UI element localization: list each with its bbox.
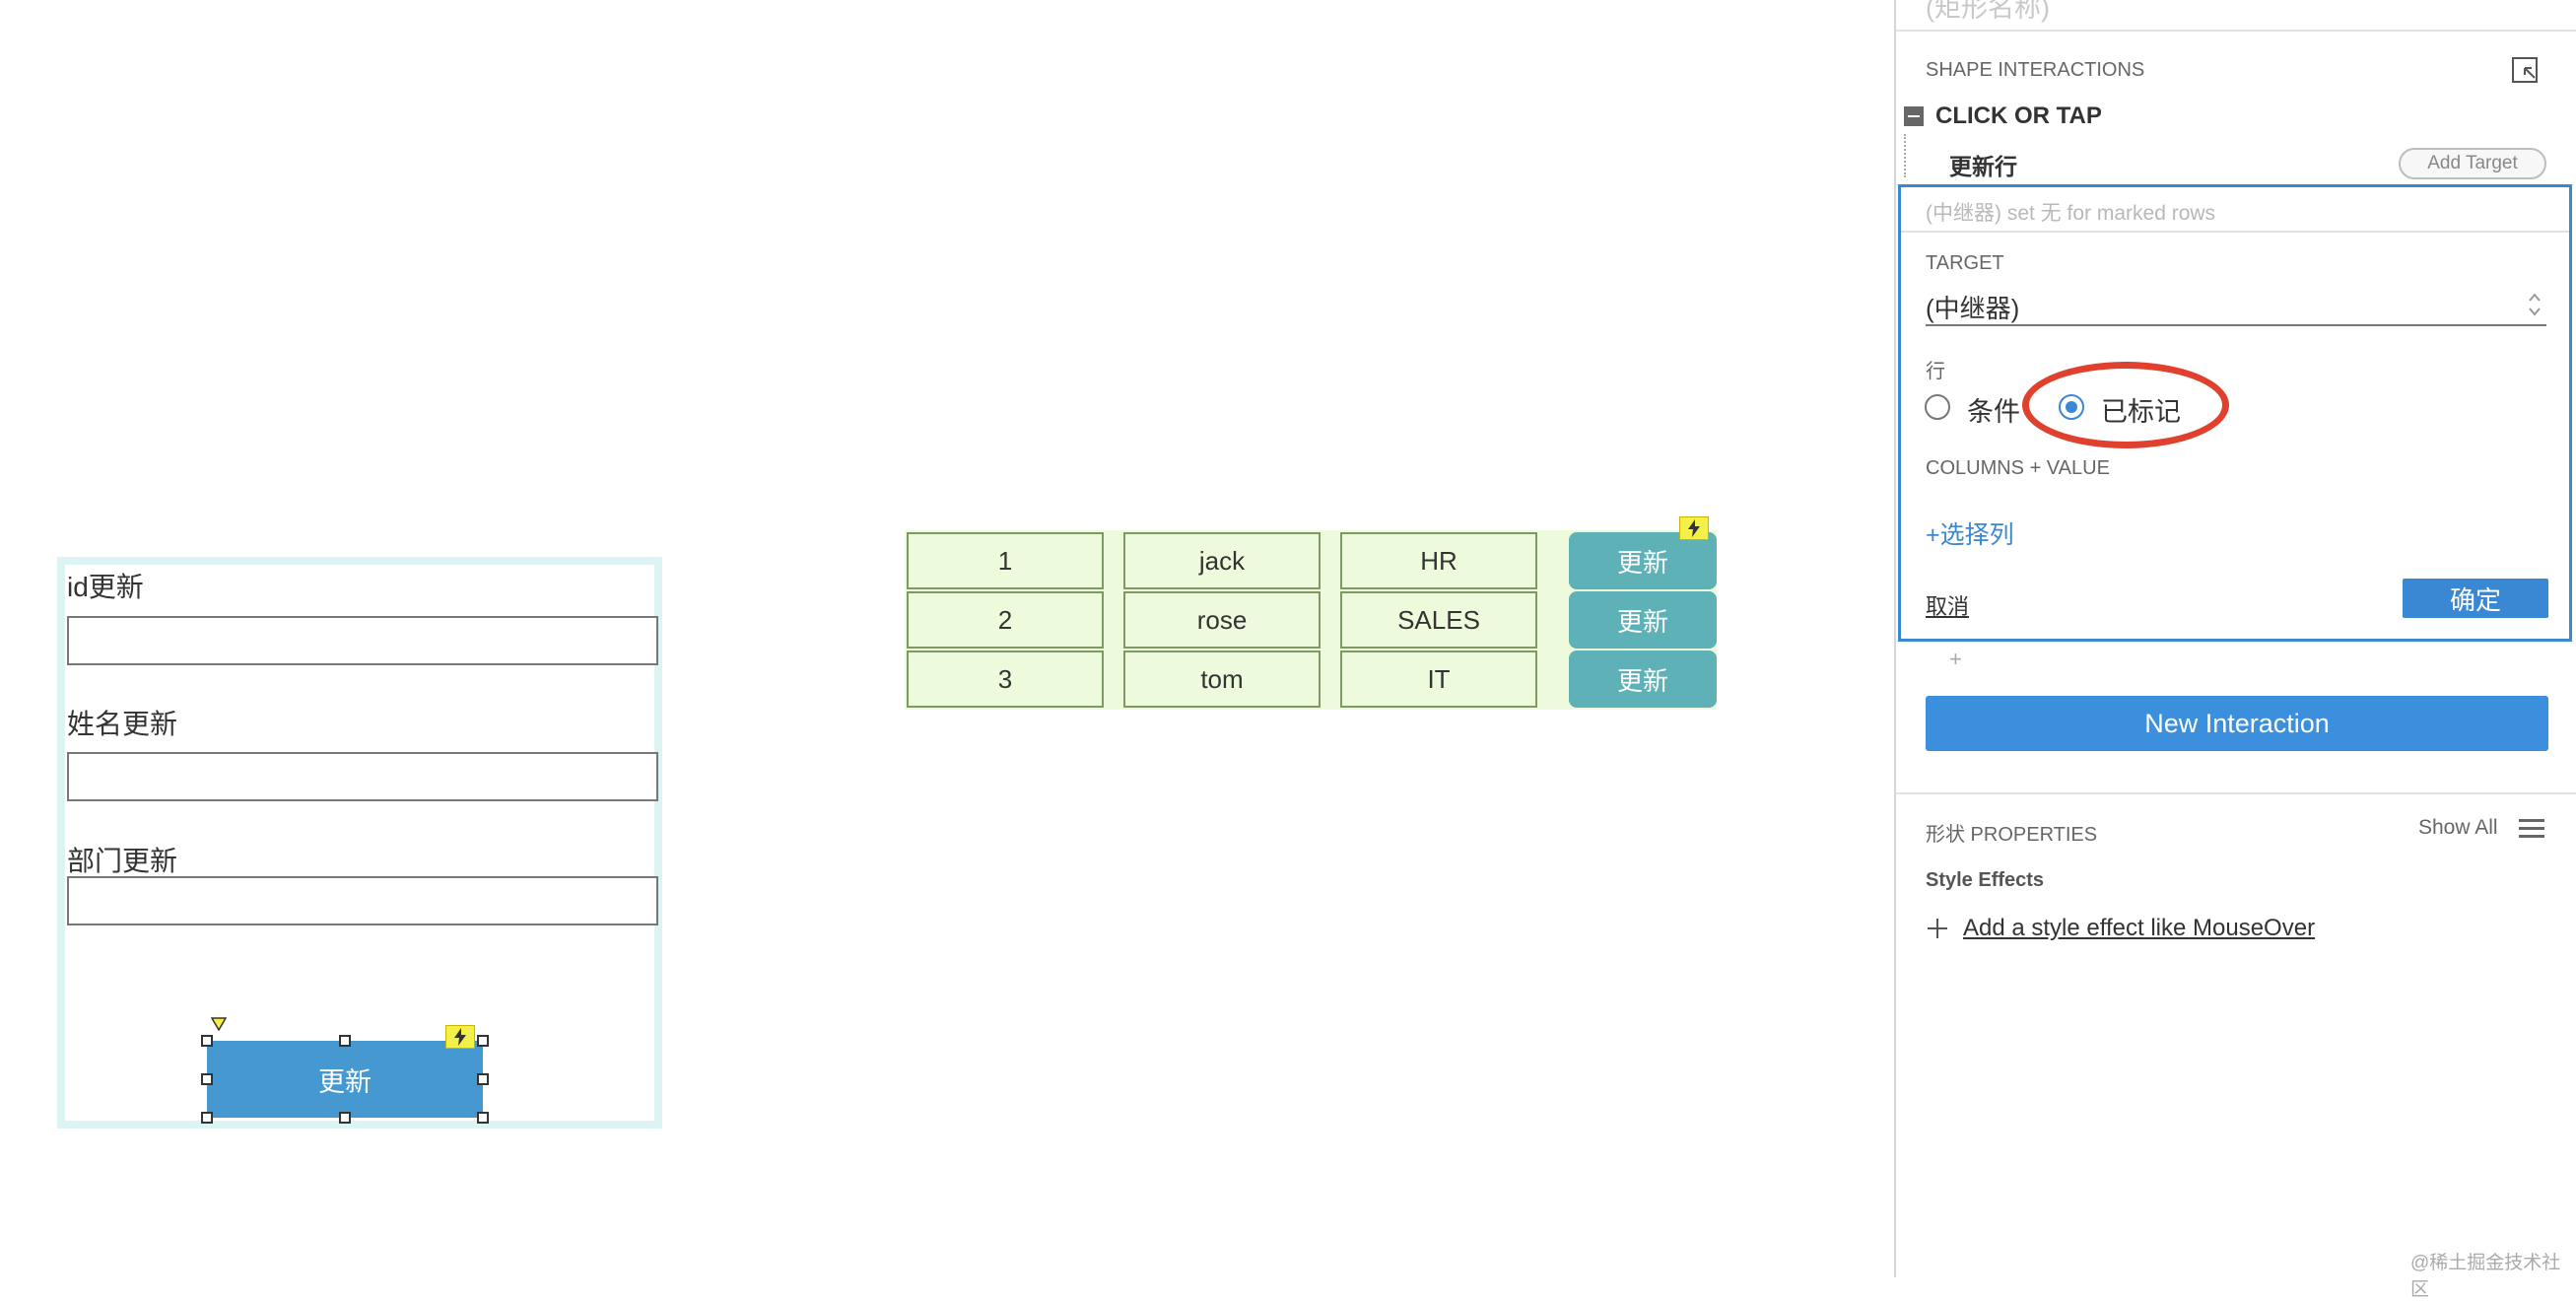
dept-update-input[interactable] xyxy=(67,876,658,925)
resize-handle-bc[interactable] xyxy=(339,1112,351,1124)
hamburger-menu-icon[interactable] xyxy=(2519,818,2544,840)
divider xyxy=(1896,792,2576,794)
resize-handle-tc[interactable] xyxy=(339,1035,351,1047)
divider xyxy=(1901,231,2569,233)
resize-handle-br[interactable] xyxy=(477,1112,489,1124)
repeater-cell-dept: SALES xyxy=(1340,591,1537,649)
tree-connector xyxy=(1904,134,1906,177)
repeater-cell-id: 2 xyxy=(907,591,1104,649)
id-update-input[interactable] xyxy=(67,616,658,665)
lightning-icon xyxy=(1679,516,1709,540)
resize-handle-tr[interactable] xyxy=(477,1035,489,1047)
stepper-icon[interactable] xyxy=(2527,289,2542,320)
target-label: TARGET xyxy=(1926,252,2004,274)
target-value: (中继器) xyxy=(1926,294,2020,323)
action-editor xyxy=(1898,184,2572,642)
ok-button[interactable]: 确定 xyxy=(2403,579,2548,618)
repeater-cell-name: tom xyxy=(1123,650,1321,708)
collapse-minus-icon[interactable] xyxy=(1904,106,1924,126)
name-update-input[interactable] xyxy=(67,752,658,801)
repeater-cell-dept: IT xyxy=(1340,650,1537,708)
repeater-cell-name: rose xyxy=(1123,591,1321,649)
add-target-button[interactable]: Add Target xyxy=(2399,148,2546,179)
cancel-link[interactable]: 取消 xyxy=(1926,594,1970,619)
repeater-update-button[interactable]: 更新 xyxy=(1569,591,1717,649)
target-select[interactable]: (中继器) xyxy=(1926,289,2546,326)
dept-update-label: 部门更新 xyxy=(67,846,178,876)
repeater-cell-dept: HR xyxy=(1340,532,1537,589)
show-all-link[interactable]: Show All xyxy=(2418,816,2498,839)
resize-handle-mr[interactable] xyxy=(477,1073,489,1085)
lightning-icon xyxy=(445,1025,475,1049)
name-update-label: 姓名更新 xyxy=(67,709,178,739)
new-interaction-button[interactable]: New Interaction xyxy=(1926,696,2548,751)
rotation-pin-icon[interactable] xyxy=(210,1017,228,1032)
plus-icon[interactable]: + xyxy=(1949,647,1962,671)
repeater-cell-id: 3 xyxy=(907,650,1104,708)
repeater-update-button[interactable]: 更新 xyxy=(1569,650,1717,708)
resize-handle-bl[interactable] xyxy=(201,1112,213,1124)
repeater-cell-id: 1 xyxy=(907,532,1104,589)
select-target-icon[interactable] xyxy=(2511,55,2541,85)
divider xyxy=(1896,30,2576,32)
watermark: @稀土掘金技术社区 xyxy=(2410,1253,2561,1300)
event-label[interactable]: CLICK OR TAP xyxy=(1935,103,2102,129)
repeater-cell-name: jack xyxy=(1123,532,1321,589)
update-button[interactable]: 更新 xyxy=(207,1041,483,1118)
columns-label: COLUMNS + VALUE xyxy=(1926,457,2110,479)
radio-condition-label: 条件 xyxy=(1967,397,2020,427)
choose-column-link[interactable]: +选择列 xyxy=(1926,521,2014,549)
repeater-update-button[interactable]: 更新 xyxy=(1569,532,1717,589)
radio-condition[interactable] xyxy=(1925,394,1950,420)
add-effect-plus-icon[interactable] xyxy=(1926,917,1949,940)
resize-handle-tl[interactable] xyxy=(201,1035,213,1047)
resize-handle-ml[interactable] xyxy=(201,1073,213,1085)
id-update-label: id更新 xyxy=(67,572,144,602)
action-summary[interactable]: (中继器) set 无 for marked rows xyxy=(1926,202,2216,225)
add-style-effect-link[interactable]: Add a style effect like MouseOver xyxy=(1963,915,2316,941)
shape-name-field[interactable]: (矩形名称) xyxy=(1926,0,2050,23)
style-effects-label: Style Effects xyxy=(1926,869,2045,891)
rows-label: 行 xyxy=(1926,361,1945,382)
properties-title: 形状 PROPERTIES xyxy=(1926,824,2098,846)
case-name[interactable]: 更新行 xyxy=(1949,154,2017,179)
section-title: SHAPE INTERACTIONS xyxy=(1926,59,2145,81)
highlight-annotation xyxy=(2022,362,2229,448)
